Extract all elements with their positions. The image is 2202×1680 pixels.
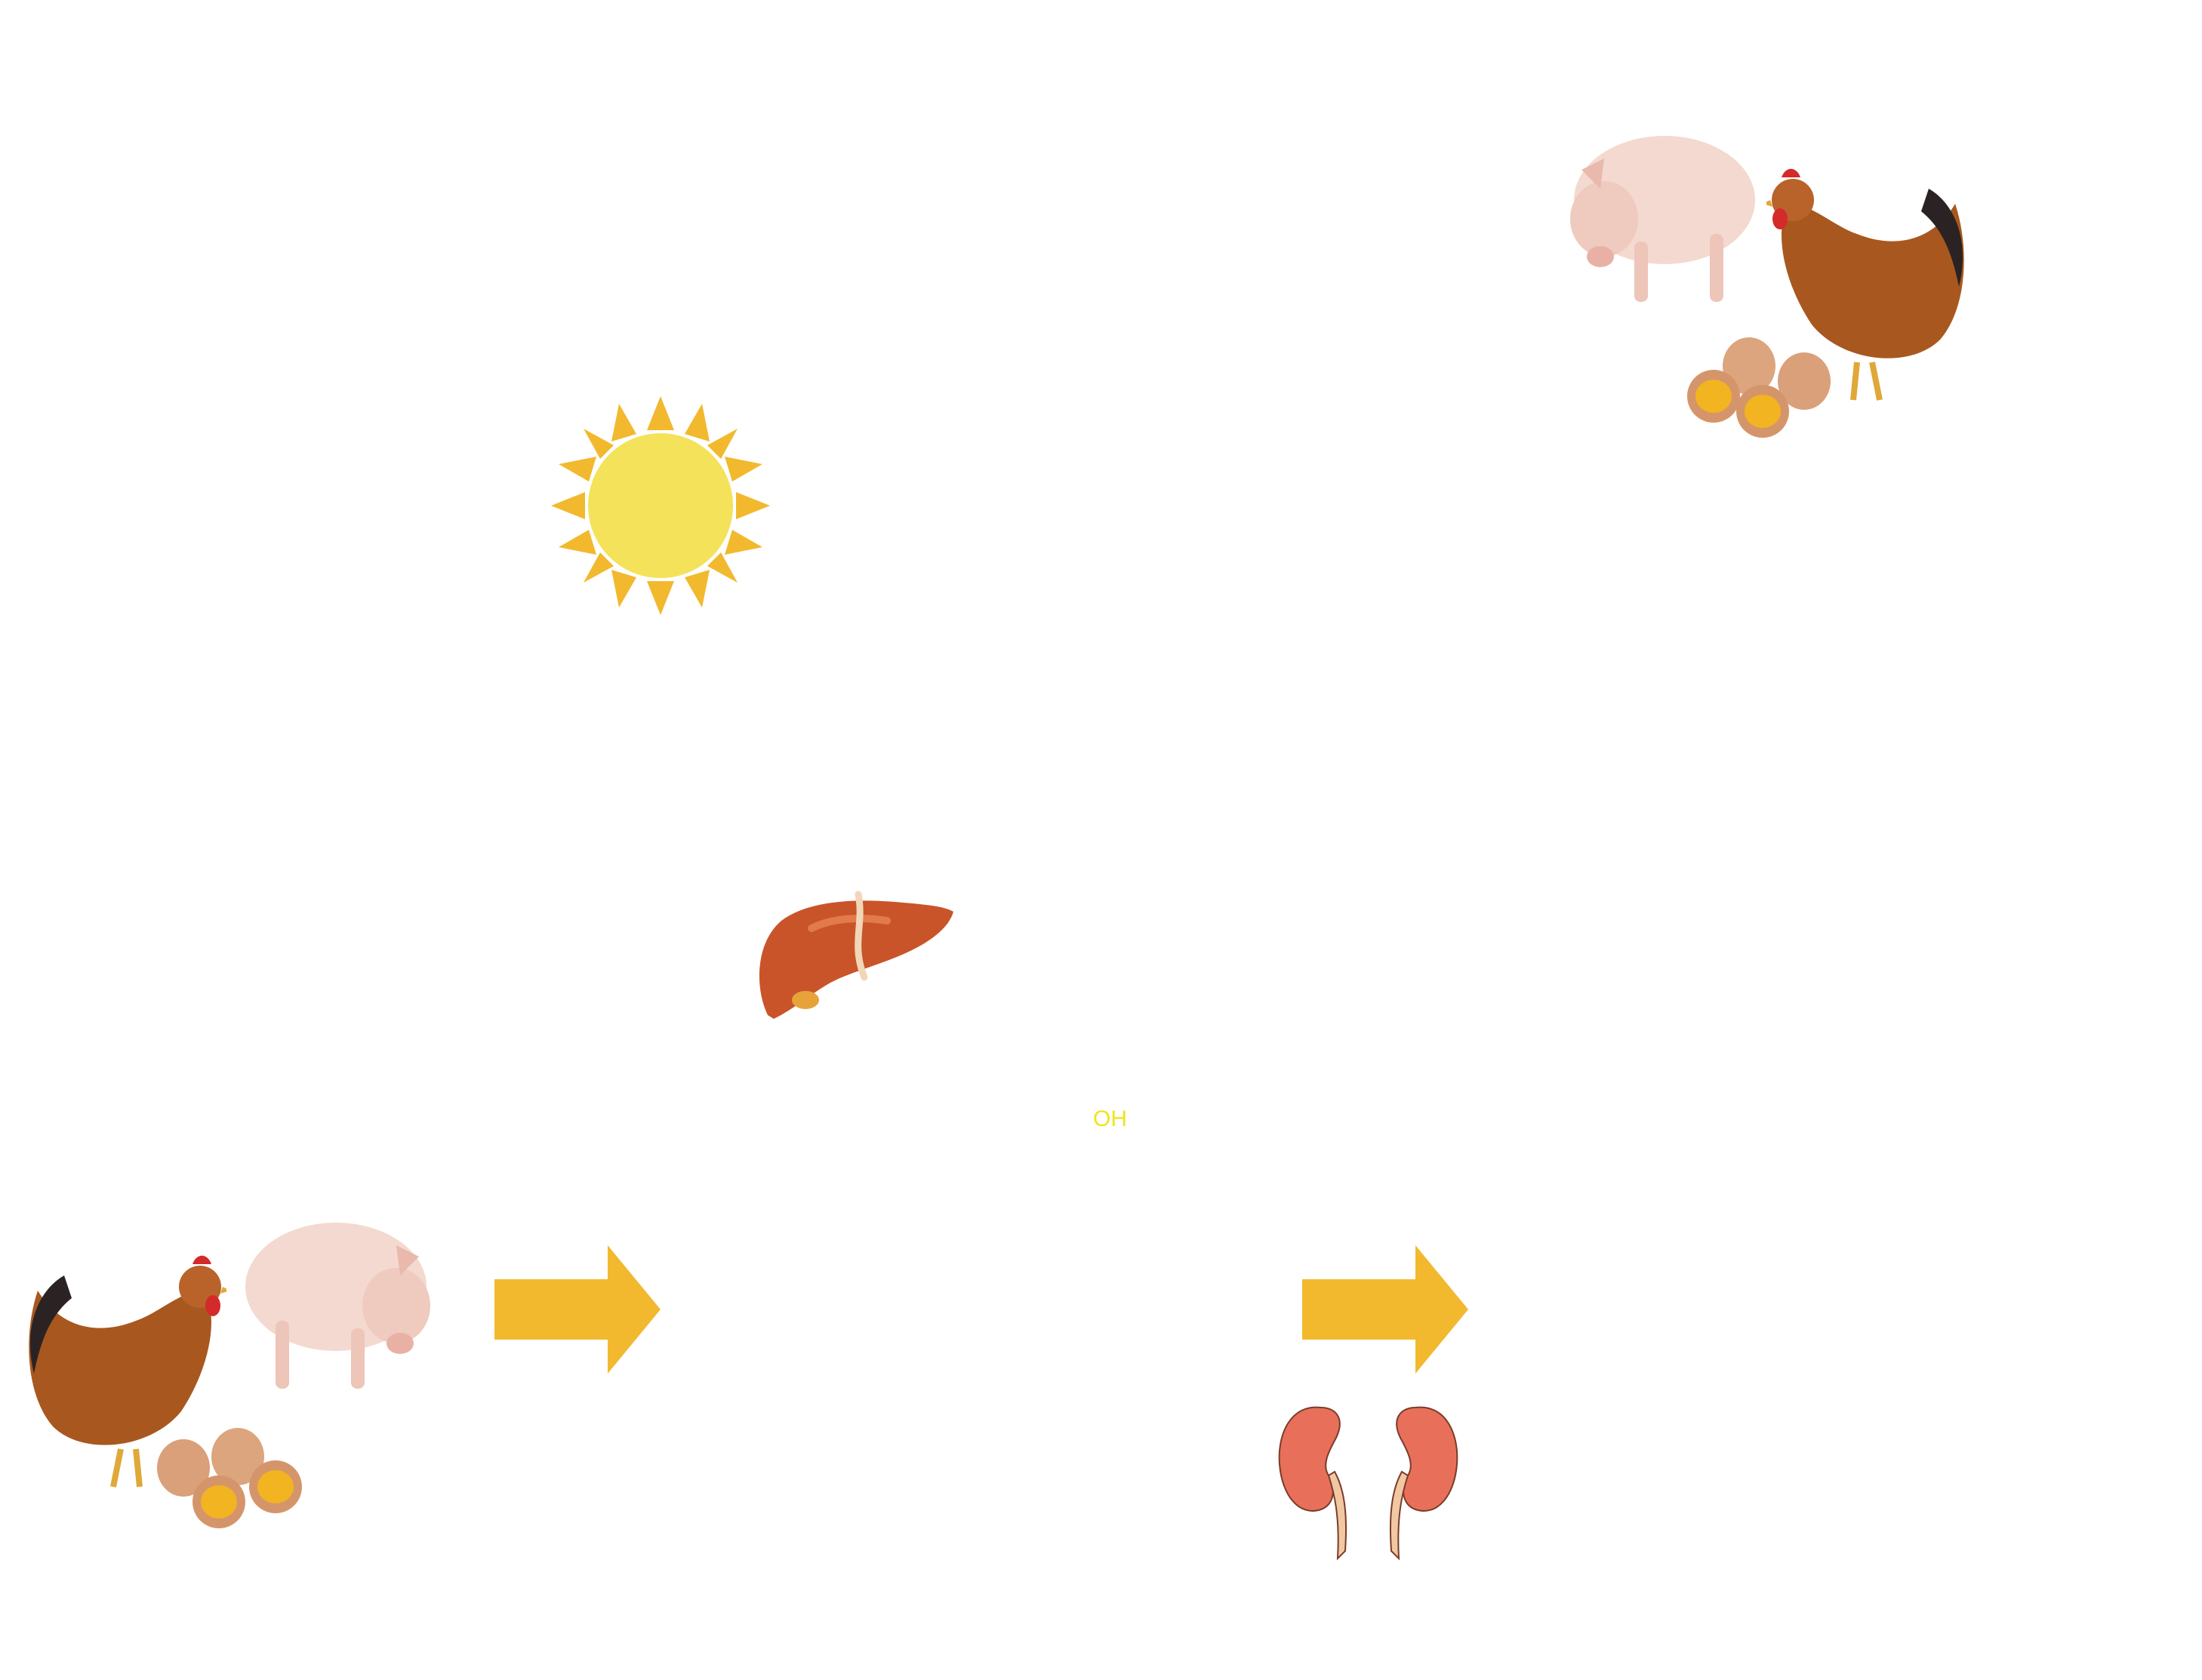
- pig-icon: [245, 1223, 430, 1389]
- arrow-right-icon: [1302, 1245, 1468, 1374]
- pig-icon: [1570, 136, 1755, 302]
- hydroxyl-label: OH: [1093, 1106, 1127, 1131]
- egg-icon: [1687, 337, 1831, 438]
- chicken-icon: [1766, 168, 1964, 401]
- chicken-icon: [29, 1255, 226, 1488]
- egg-icon: [157, 1428, 302, 1528]
- kidney-icon: [1278, 1406, 1458, 1561]
- sun-rays: [551, 396, 770, 615]
- arrow-right-icon: [494, 1245, 661, 1374]
- sun-icon: [551, 396, 770, 615]
- sun-core: [588, 433, 733, 578]
- liver-icon: [759, 891, 953, 1019]
